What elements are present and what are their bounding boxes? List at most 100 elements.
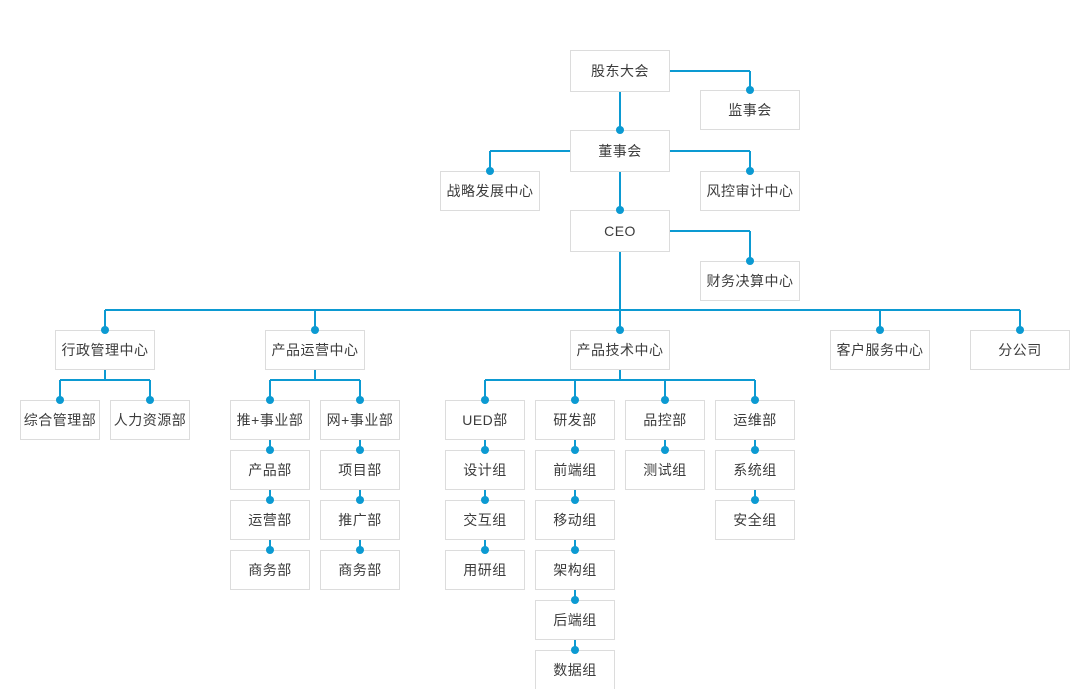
org-node-n9[interactable]: 产品运营中心 — [265, 330, 365, 370]
org-node-n16[interactable]: 网+事业部 — [320, 400, 400, 440]
connector-dot-icon — [481, 496, 489, 504]
connector-dot-icon — [571, 646, 579, 654]
org-node-label: 研发部 — [553, 412, 597, 428]
connector-dot-icon — [266, 446, 274, 454]
connector-dot-icon — [266, 496, 274, 504]
org-node-label: 战略发展中心 — [446, 183, 534, 199]
org-node-label: 架构组 — [553, 562, 597, 578]
org-node-n6[interactable]: CEO — [570, 210, 670, 252]
org-node-label: 系统组 — [733, 462, 777, 478]
org-node-n7[interactable]: 财务决算中心 — [700, 261, 800, 301]
org-node-label: 产品部 — [248, 462, 292, 478]
connector-dot-icon — [486, 167, 494, 175]
org-node-label: 数据组 — [553, 662, 597, 678]
org-node-n32[interactable]: 移动组 — [535, 500, 615, 540]
org-node-label: 推+事业部 — [236, 412, 304, 428]
org-node-n20[interactable]: 推广部 — [320, 500, 400, 540]
connector-dot-icon — [356, 546, 364, 554]
org-node-label: 监事会 — [728, 102, 772, 118]
org-node-n1[interactable]: 股东大会 — [570, 50, 670, 92]
connector-dot-icon — [876, 326, 884, 334]
org-node-n18[interactable]: 项目部 — [320, 450, 400, 490]
org-node-label: 产品运营中心 — [271, 342, 359, 358]
org-node-label: 交互组 — [463, 512, 507, 528]
connector-dot-icon — [266, 546, 274, 554]
org-node-n23[interactable]: UED部 — [445, 400, 525, 440]
org-node-label: 测试组 — [643, 462, 687, 478]
org-node-label: 安全组 — [733, 512, 777, 528]
connector-dot-icon — [356, 496, 364, 504]
org-node-n25[interactable]: 品控部 — [625, 400, 705, 440]
org-node-n33[interactable]: 安全组 — [715, 500, 795, 540]
org-node-n8[interactable]: 行政管理中心 — [55, 330, 155, 370]
org-node-label: 董事会 — [598, 143, 642, 159]
connector-dot-icon — [616, 126, 624, 134]
org-node-n34[interactable]: 用研组 — [445, 550, 525, 590]
org-node-n11[interactable]: 客户服务中心 — [830, 330, 930, 370]
connector-dot-icon — [481, 396, 489, 404]
connector-dot-icon — [661, 396, 669, 404]
org-node-label: 财务决算中心 — [706, 273, 794, 289]
connector-dot-icon — [481, 446, 489, 454]
org-node-n31[interactable]: 交互组 — [445, 500, 525, 540]
connector-dot-icon — [751, 396, 759, 404]
org-node-n28[interactable]: 前端组 — [535, 450, 615, 490]
org-node-label: 综合管理部 — [23, 412, 97, 428]
org-node-n24[interactable]: 研发部 — [535, 400, 615, 440]
connector-dot-icon — [1016, 326, 1024, 334]
org-node-n22[interactable]: 商务部 — [320, 550, 400, 590]
org-node-label: 人力资源部 — [113, 412, 187, 428]
org-node-n13[interactable]: 综合管理部 — [20, 400, 100, 440]
org-node-label: 运维部 — [733, 412, 777, 428]
org-node-n36[interactable]: 后端组 — [535, 600, 615, 640]
org-node-n4[interactable]: 战略发展中心 — [440, 171, 540, 211]
org-node-n14[interactable]: 人力资源部 — [110, 400, 190, 440]
org-node-n21[interactable]: 商务部 — [230, 550, 310, 590]
org-node-n5[interactable]: 风控审计中心 — [700, 171, 800, 211]
org-node-label: 分公司 — [998, 342, 1042, 358]
connector-dot-icon — [571, 546, 579, 554]
org-node-n37[interactable]: 数据组 — [535, 650, 615, 689]
org-node-label: 网+事业部 — [326, 412, 394, 428]
org-node-n29[interactable]: 测试组 — [625, 450, 705, 490]
org-node-label: 项目部 — [338, 462, 382, 478]
org-node-label: CEO — [604, 223, 636, 239]
org-node-label: 后端组 — [553, 612, 597, 628]
org-node-n10[interactable]: 产品技术中心 — [570, 330, 670, 370]
org-node-label: UED部 — [462, 412, 508, 428]
org-node-n3[interactable]: 董事会 — [570, 130, 670, 172]
org-node-n12[interactable]: 分公司 — [970, 330, 1070, 370]
connector-dot-icon — [616, 206, 624, 214]
connector-dot-icon — [146, 396, 154, 404]
org-node-label: 移动组 — [553, 512, 597, 528]
connector-dot-icon — [616, 326, 624, 334]
org-node-label: 前端组 — [553, 462, 597, 478]
connector-dot-icon — [481, 546, 489, 554]
org-node-label: 客户服务中心 — [836, 342, 924, 358]
org-node-label: 股东大会 — [591, 63, 649, 79]
connector-dot-icon — [266, 396, 274, 404]
org-node-label: 商务部 — [338, 562, 382, 578]
connector-dot-icon — [356, 446, 364, 454]
org-node-n19[interactable]: 运营部 — [230, 500, 310, 540]
org-node-n2[interactable]: 监事会 — [700, 90, 800, 130]
connector-dot-icon — [571, 596, 579, 604]
org-node-n26[interactable]: 运维部 — [715, 400, 795, 440]
connector-dot-icon — [746, 257, 754, 265]
org-node-n27[interactable]: 设计组 — [445, 450, 525, 490]
org-node-label: 产品技术中心 — [576, 342, 664, 358]
connector-dot-icon — [746, 167, 754, 175]
org-node-n17[interactable]: 产品部 — [230, 450, 310, 490]
connector-dot-icon — [571, 446, 579, 454]
org-node-n15[interactable]: 推+事业部 — [230, 400, 310, 440]
org-node-n30[interactable]: 系统组 — [715, 450, 795, 490]
org-node-n35[interactable]: 架构组 — [535, 550, 615, 590]
org-node-label: 品控部 — [643, 412, 687, 428]
connector-dot-icon — [746, 86, 754, 94]
connector-dot-icon — [311, 326, 319, 334]
org-node-label: 用研组 — [463, 562, 507, 578]
connector-dot-icon — [356, 396, 364, 404]
org-node-label: 行政管理中心 — [61, 342, 149, 358]
